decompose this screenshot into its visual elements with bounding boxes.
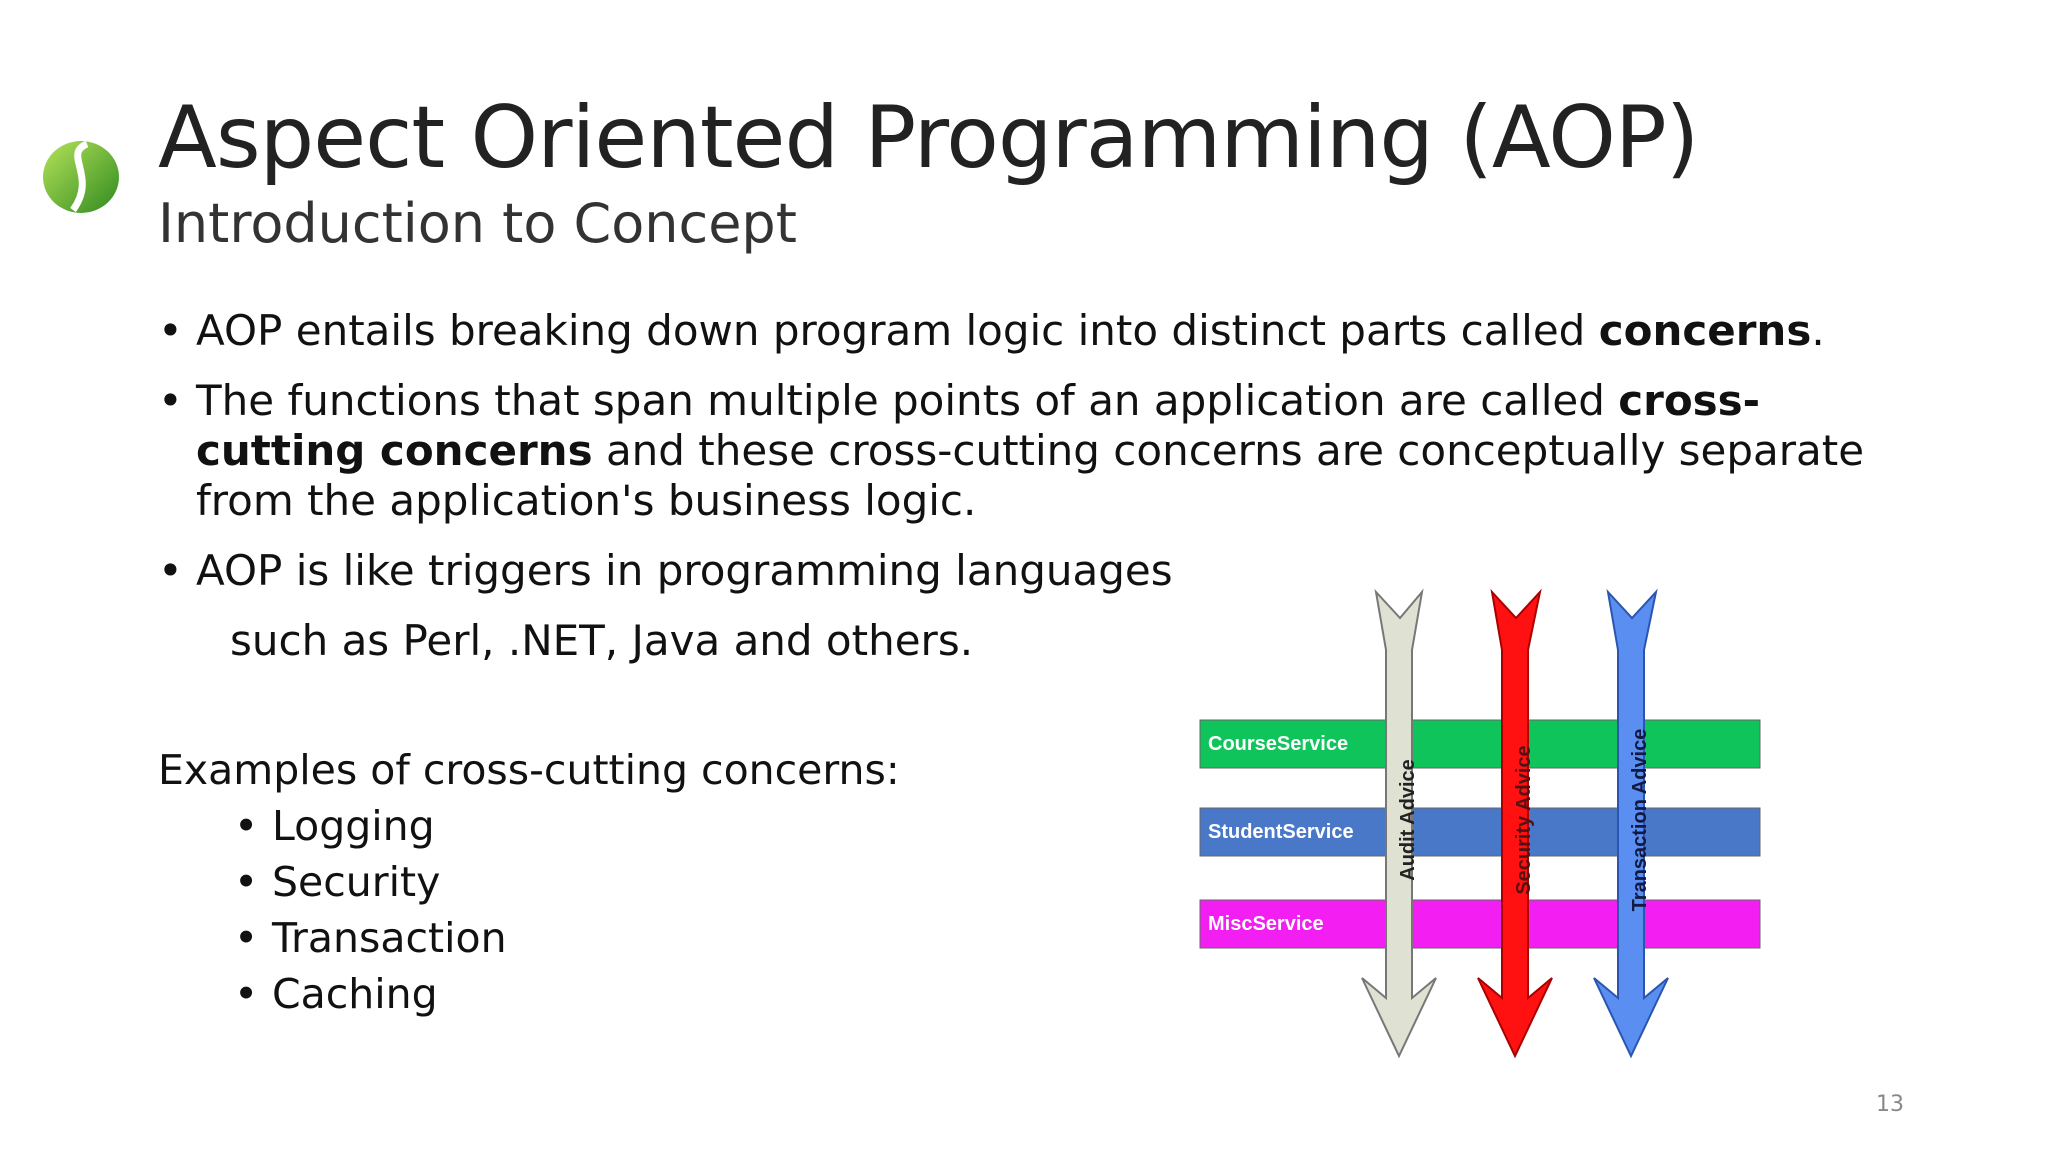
slide-subtitle: Introduction to Concept xyxy=(158,192,797,255)
bullet-dot: • xyxy=(158,376,183,425)
bullet-text: AOP is like triggers in programming lang… xyxy=(196,546,1173,595)
bullet-dot: • xyxy=(234,802,259,850)
security-advice-label: Security Advice xyxy=(1513,745,1535,894)
bullet-bold-term: cross-cutting concerns xyxy=(196,376,1761,475)
examples-list: • Logging • Security • Transaction • Caching xyxy=(234,798,900,1022)
bullet-text: The functions that span multiple points … xyxy=(196,376,1619,425)
examples-heading: Examples of cross-cutting concerns: xyxy=(158,746,900,794)
bullet-item: • AOP is like triggers in programming la… xyxy=(158,546,1918,666)
bullet-text: AOP entails breaking down program logic … xyxy=(196,306,1599,355)
list-item-label: Caching xyxy=(272,970,438,1018)
audit-advice-arrow xyxy=(1361,588,1437,1059)
service-label-student: StudentService xyxy=(1208,821,1354,843)
bullet-item: • The functions that span multiple point… xyxy=(158,376,1918,526)
bullet-bold-term: concerns xyxy=(1598,306,1812,355)
bullet-text-end: . xyxy=(1811,306,1825,355)
bullet-text-end: and these cross-cutting concerns are con… xyxy=(196,426,1865,525)
list-item-label: Logging xyxy=(272,802,435,850)
service-bar-misc xyxy=(1199,899,1761,949)
list-item: • Security xyxy=(234,854,900,910)
security-advice-arrow xyxy=(1477,588,1553,1059)
audit-advice-label: Audit Advice xyxy=(1397,759,1419,881)
bullet-item: • AOP entails breaking down program logi… xyxy=(158,306,1918,356)
service-label-misc: MiscService xyxy=(1208,913,1324,935)
service-bar-course xyxy=(1199,719,1761,769)
transaction-advice-label: Transaction Advice xyxy=(1629,729,1651,912)
bullet-dot: • xyxy=(158,546,183,595)
bullet-continuation: such as Perl, .NET, Java and others. xyxy=(230,616,974,665)
service-bar-student xyxy=(1199,807,1761,857)
list-item: • Caching xyxy=(234,966,900,1022)
slide-title: Aspect Oriented Programming (AOP) xyxy=(158,88,1699,188)
aop-diagram: CourseService StudentService MiscService… xyxy=(1190,580,1780,1060)
list-item-label: Transaction xyxy=(272,914,507,962)
leaf-logo-icon xyxy=(43,140,119,213)
list-item-label: Security xyxy=(272,858,441,906)
bullet-dot: • xyxy=(234,914,259,962)
bullet-dot: • xyxy=(234,970,259,1018)
examples-section: Examples of cross-cutting concerns: • Log… xyxy=(158,742,900,1022)
list-item: • Transaction xyxy=(234,910,900,966)
logo xyxy=(40,136,122,218)
list-item: • Logging xyxy=(234,798,900,854)
bullet-dot: • xyxy=(158,306,183,355)
bullet-dot: • xyxy=(234,858,259,906)
transaction-advice-arrow xyxy=(1593,588,1669,1059)
bullet-list: • AOP entails breaking down program logi… xyxy=(158,306,1918,686)
page-number: 13 xyxy=(1876,1092,1904,1117)
service-label-course: CourseService xyxy=(1208,733,1348,755)
aop-diagram-svg: CourseService StudentService MiscService… xyxy=(1199,588,1761,1059)
